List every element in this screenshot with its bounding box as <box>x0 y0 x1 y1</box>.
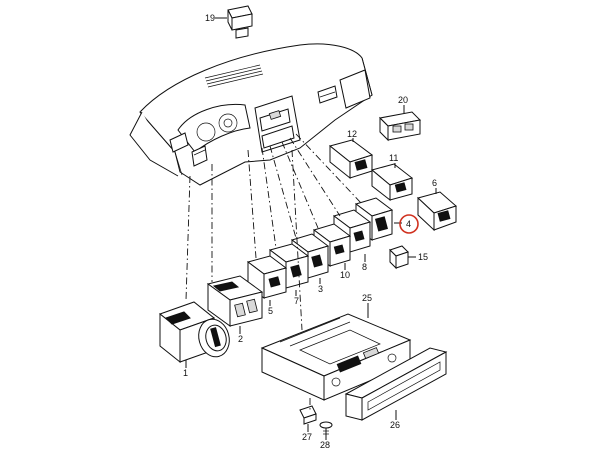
callout-20: 20 <box>398 95 408 105</box>
part-26-frame <box>344 347 448 421</box>
part-5-switch <box>246 255 288 306</box>
callout-1: 1 <box>183 368 188 378</box>
callout-25: 25 <box>362 293 372 303</box>
callout-5: 5 <box>268 306 273 316</box>
part-12-switch <box>328 138 374 180</box>
callout-3: 3 <box>318 284 323 294</box>
callout-26: 26 <box>390 420 400 430</box>
callout-6: 6 <box>432 178 437 188</box>
callout-4: 4 <box>406 219 411 229</box>
part-28-screw <box>319 421 333 440</box>
part-20-connector <box>378 105 422 142</box>
assembly-leader-lines <box>185 133 363 412</box>
part-25-climate-control <box>260 303 412 401</box>
part-2-module <box>206 275 264 334</box>
callout-15: 15 <box>418 252 428 262</box>
callout-8: 8 <box>362 262 367 272</box>
callout-19: 19 <box>205 13 215 23</box>
part-11-switch <box>370 163 414 202</box>
callout-11: 11 <box>389 153 398 163</box>
callout-10: 10 <box>340 270 350 280</box>
part-19-switch <box>215 5 253 39</box>
dashboard-illustration <box>129 43 373 186</box>
callout-2: 2 <box>238 334 243 344</box>
part-15-clip <box>389 245 416 270</box>
part-27-clip <box>299 405 317 432</box>
callout-12: 12 <box>347 129 357 139</box>
part-6-switch <box>417 188 457 232</box>
callout-28: 28 <box>320 440 330 450</box>
callout-27: 27 <box>302 432 312 442</box>
dash-grille <box>204 64 264 88</box>
callout-labels: 19 20 12 11 6 4 8 15 10 3 7 5 2 1 25 26 … <box>183 13 437 450</box>
callout-4-highlight-ring <box>399 214 419 234</box>
callout-7: 7 <box>294 296 299 306</box>
part-1-light-switch <box>158 301 230 368</box>
